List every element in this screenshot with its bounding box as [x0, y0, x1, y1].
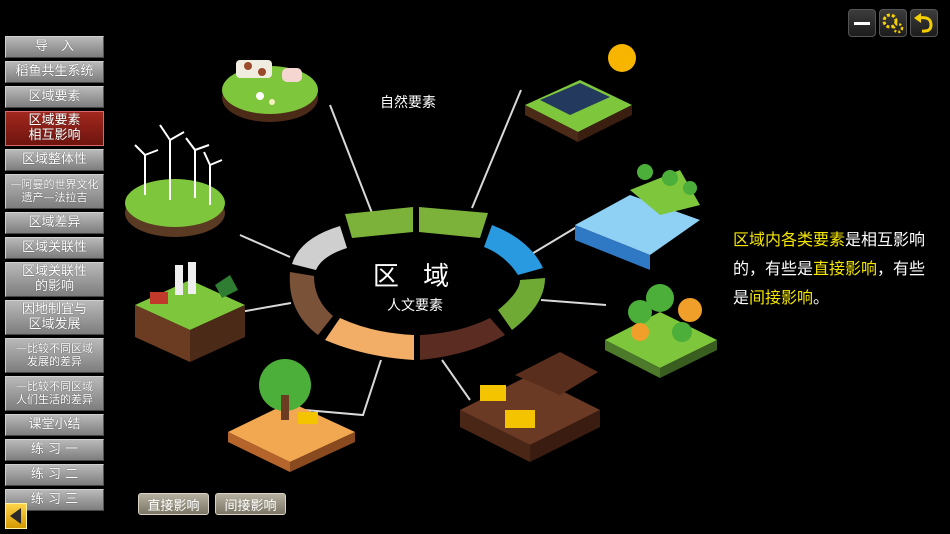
sidebar-item-intro[interactable]: 导 入	[5, 36, 104, 58]
direct-impact-button[interactable]: 直接影响	[138, 493, 209, 515]
sidebar-item-connectivity-impact[interactable]: 区域关联性 的影响	[5, 262, 104, 297]
natural-elements-label: 自然要素	[380, 95, 436, 111]
animals-island-image	[222, 60, 318, 122]
sidebar-item-exercise-3[interactable]: 练 习 三	[5, 489, 104, 511]
factory-island-image	[135, 262, 245, 362]
sidebar-item-integrity[interactable]: 区域整体性	[5, 149, 104, 171]
farmland-image	[228, 359, 355, 472]
region-ring	[289, 207, 545, 360]
sidebar-item-element-interaction[interactable]: 区域要素 相互影响	[5, 111, 104, 146]
explanation-part: 间接影响	[749, 288, 814, 307]
sidebar-item-region-elements[interactable]: 区域要素	[5, 86, 104, 108]
undo-icon	[914, 13, 933, 33]
explanation-part: ，有些是	[733, 259, 926, 307]
solar-panels-image	[525, 44, 636, 142]
sidebar-item-rice-fish[interactable]: 稻鱼共生系统	[5, 61, 104, 83]
minimize-button[interactable]	[848, 9, 876, 37]
sidebar-item-exercise-2[interactable]: 练 习 二	[5, 464, 104, 486]
explanation-text: 区域内各类要素是相互影响的，有些是直接影响，有些是间接影响。	[733, 225, 938, 312]
sidebar-nav: 导 入 稻鱼共生系统 区域要素 区域要素 相互影响 区域整体性 —阿曼的世界文化…	[5, 36, 104, 514]
minimize-icon	[854, 22, 870, 25]
sidebar-item-connectivity[interactable]: 区域关联性	[5, 237, 104, 259]
forest-image	[605, 284, 717, 378]
sidebar-item-exercise-1[interactable]: 练 习 一	[5, 439, 104, 461]
arrow-left-icon	[10, 508, 21, 524]
gear-icon	[882, 13, 904, 34]
undo-button[interactable]	[910, 9, 938, 37]
explanation-part: 区域内各类要素	[733, 230, 846, 249]
settings-button[interactable]	[879, 9, 907, 37]
sidebar-item-differences[interactable]: 区域差异	[5, 212, 104, 234]
sidebar-item-summary[interactable]: 课堂小结	[5, 414, 104, 436]
explanation-part: 是相互影响的，有些是	[733, 230, 926, 278]
explanation-part: 直接影响	[813, 259, 878, 278]
human-elements-label: 人文要素	[387, 298, 443, 314]
mining-image	[460, 352, 600, 462]
sidebar-item-oman-heritage[interactable]: —阿曼的世界文化 遗产—法拉吉	[5, 174, 104, 209]
back-button[interactable]	[5, 503, 27, 529]
sidebar-item-compare-life[interactable]: —比较不同区域 人们生活的差异	[5, 376, 104, 411]
river-image	[575, 164, 700, 270]
center-title: 区 域	[372, 262, 458, 292]
sidebar-item-compare-development[interactable]: —比较不同区域 发展的差异	[5, 338, 104, 373]
connector-lines	[239, 89, 607, 417]
wind-turbines-image	[125, 124, 225, 237]
indirect-impact-button[interactable]: 间接影响	[215, 493, 286, 515]
explanation-part: 。	[813, 288, 830, 307]
sidebar-item-local-development[interactable]: 因地制宜与 区域发展	[5, 300, 104, 335]
